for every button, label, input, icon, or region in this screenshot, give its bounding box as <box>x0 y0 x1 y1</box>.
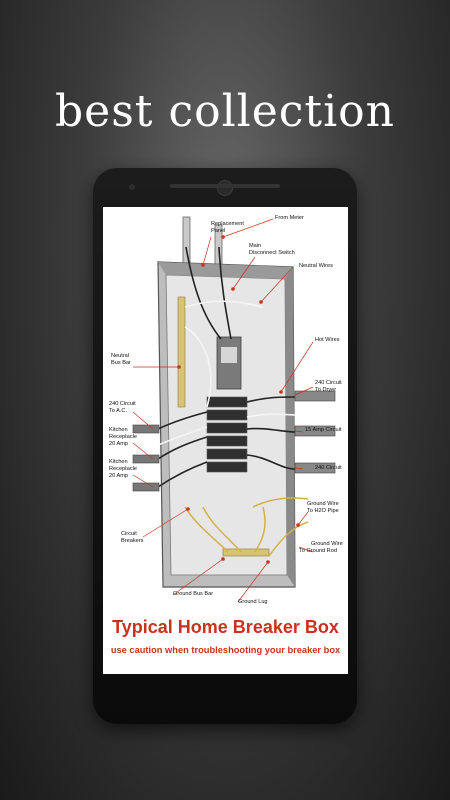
label-circuit-breakers-2: Breakers <box>121 538 144 544</box>
svg-text:Ground Lug: Ground Lug <box>238 599 268 605</box>
headline: best collection <box>55 86 395 137</box>
svg-text:To H2O Pipe: To H2O Pipe <box>307 508 339 514</box>
label-kitchen1-3: 20 Amp <box>109 441 128 447</box>
label-240-ac-1: 240 Circuit <box>109 401 136 407</box>
caption-title: Typical Home Breaker Box <box>112 617 339 637</box>
caption-subtitle: use caution when troubleshooting your br… <box>110 645 341 655</box>
label-ground-lug: Ground Lug <box>238 599 268 605</box>
svg-text:Breakers: Breakers <box>121 538 144 544</box>
svg-text:Receptacle: Receptacle <box>109 466 137 472</box>
label-240-dryer-2: To Dryer <box>315 387 336 393</box>
label-kitchen2-2: Receptacle <box>109 466 137 472</box>
label-neutral-wires: Neutral Wires <box>299 263 333 269</box>
label-ground-pipe-1: Ground Wire <box>307 501 339 507</box>
label-240-dryer-1: 240 Circuit <box>315 380 342 386</box>
svg-text:Kitchen: Kitchen <box>109 427 128 433</box>
label-main-disconnect-1: Main <box>249 243 261 249</box>
label-neutral-bus-bar-1: Neutral <box>111 353 129 359</box>
label-ground-rod-2: To Ground Rod <box>299 548 337 554</box>
svg-text:Neutral: Neutral <box>111 353 129 359</box>
svg-text:240 Circuit: 240 Circuit <box>315 380 342 386</box>
label-from-meter: From Meter <box>275 215 304 221</box>
svg-text:15 Amp Circuit: 15 Amp Circuit <box>305 427 342 433</box>
svg-text:Ground Wire: Ground Wire <box>311 541 343 547</box>
svg-text:Ground Bus Bar: Ground Bus Bar <box>173 591 213 597</box>
svg-text:Disconnect Switch: Disconnect Switch <box>249 250 295 256</box>
phone-screen: Replacement Panel From Meter Main Discon… <box>103 207 348 674</box>
svg-text:Receptacle: Receptacle <box>109 434 137 440</box>
svg-text:Replacement: Replacement <box>211 221 244 227</box>
svg-text:Circuit: Circuit <box>121 531 137 537</box>
label-kitchen1-2: Receptacle <box>109 434 137 440</box>
breaker-box-diagram: Replacement Panel From Meter Main Discon… <box>109 215 343 605</box>
svg-text:Kitchen: Kitchen <box>109 459 128 465</box>
phone-sensor <box>129 184 135 190</box>
label-kitchen2-3: 20 Amp <box>109 473 128 479</box>
svg-text:Hot Wires: Hot Wires <box>315 337 340 343</box>
svg-text:To Dryer: To Dryer <box>315 387 336 393</box>
label-replacement-panel-1: Replacement <box>211 221 244 227</box>
label-ground-bus-bar: Ground Bus Bar <box>173 591 213 597</box>
label-hot-wires: Hot Wires <box>315 337 340 343</box>
front-camera-icon <box>217 180 233 196</box>
svg-text:240 Circuit: 240 Circuit <box>109 401 136 407</box>
label-circuit-breakers-1: Circuit <box>121 531 137 537</box>
label-240-ac-2: To A.C. <box>109 408 127 414</box>
label-kitchen2-1: Kitchen <box>109 459 128 465</box>
label-ground-rod-1: Ground Wire <box>311 541 343 547</box>
label-neutral-bus-bar-2: Bus Bar <box>111 360 131 366</box>
label-main-disconnect-2: Disconnect Switch <box>249 250 295 256</box>
label-240-circuit: 240 Circuit <box>315 465 342 471</box>
label-15-amp: 15 Amp Circuit <box>305 427 342 433</box>
svg-text:From Meter: From Meter <box>275 215 304 221</box>
label-kitchen1-1: Kitchen <box>109 427 128 433</box>
svg-text:240 Circuit: 240 Circuit <box>315 465 342 471</box>
svg-text:Panel: Panel <box>211 228 225 234</box>
label-ground-pipe-2: To H2O Pipe <box>307 508 339 514</box>
svg-text:Neutral Wires: Neutral Wires <box>299 263 333 269</box>
svg-text:Bus Bar: Bus Bar <box>111 360 131 366</box>
svg-text:To A.C.: To A.C. <box>109 408 127 414</box>
svg-text:To Ground Rod: To Ground Rod <box>299 548 337 554</box>
svg-text:Ground Wire: Ground Wire <box>307 501 339 507</box>
phone-speaker <box>170 184 280 188</box>
label-replacement-panel-2: Panel <box>211 228 225 234</box>
svg-text:Main: Main <box>249 243 261 249</box>
svg-text:20 Amp: 20 Amp <box>109 441 128 447</box>
svg-text:20 Amp: 20 Amp <box>109 473 128 479</box>
